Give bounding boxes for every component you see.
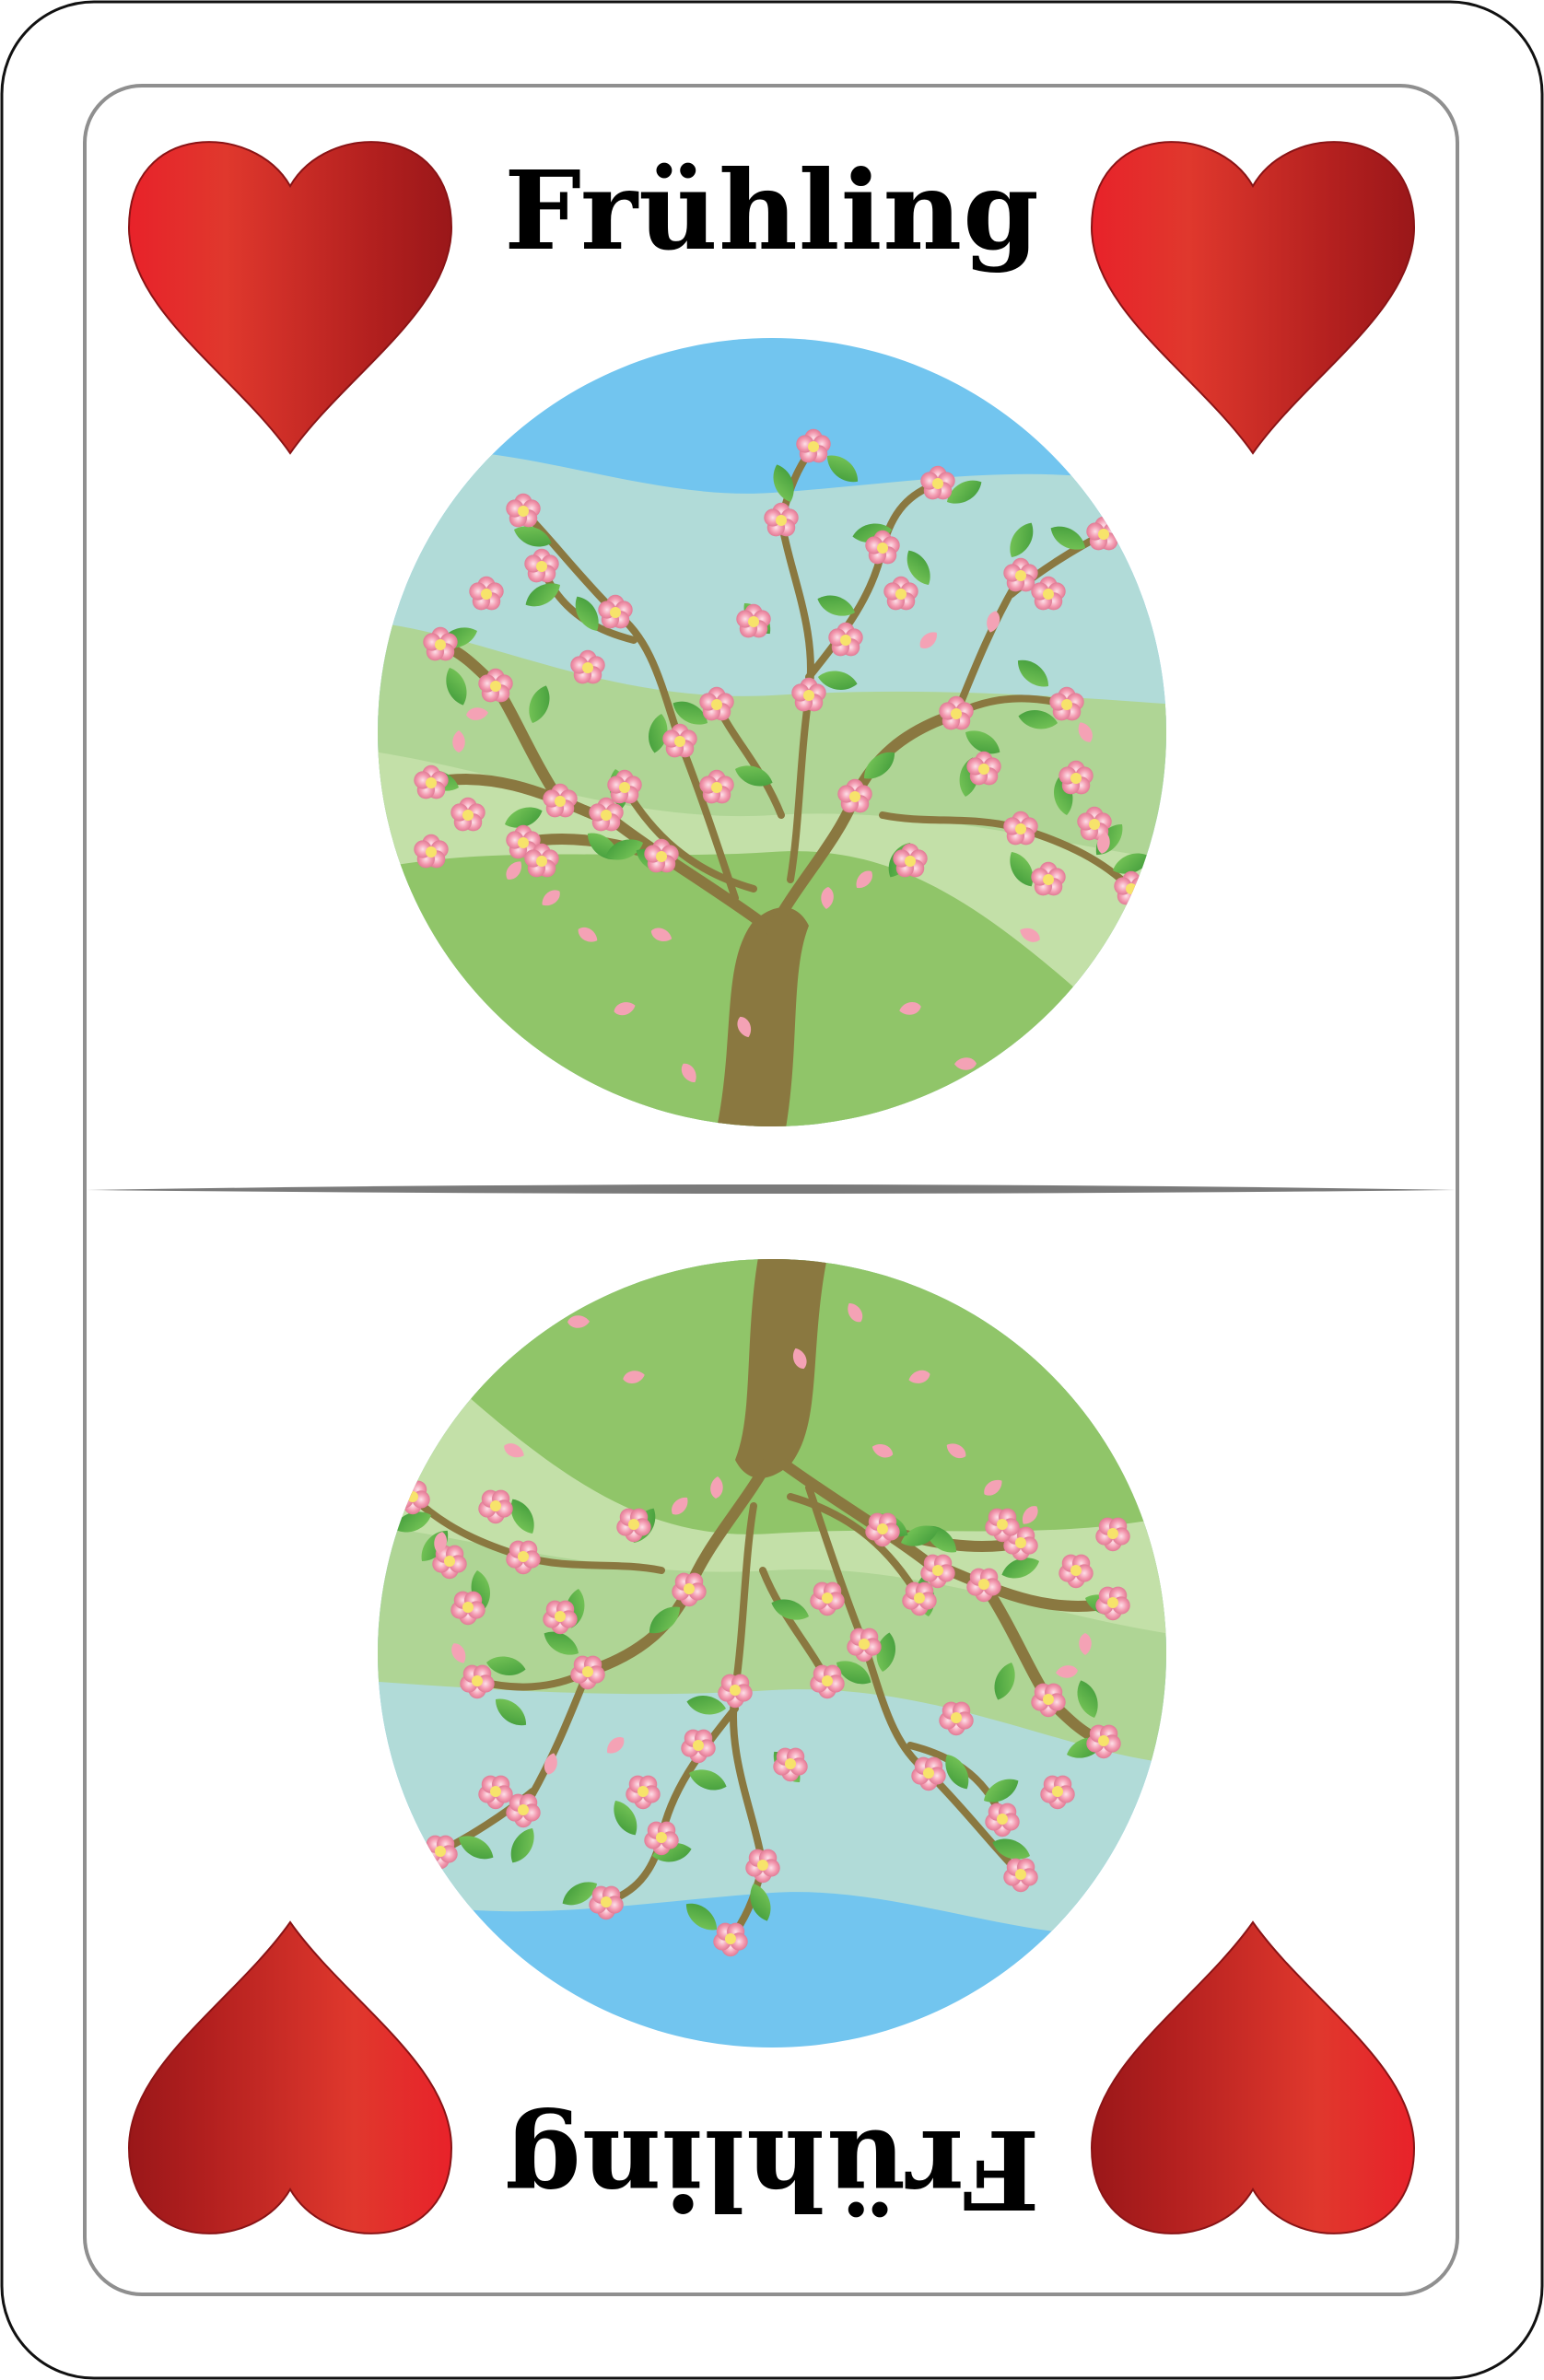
spring-tree-medallion-top bbox=[378, 338, 1166, 1126]
center-divider bbox=[87, 1184, 1456, 1194]
card-title-bottom: Frühling bbox=[504, 2106, 1039, 2234]
spring-tree-medallion-bottom bbox=[378, 1259, 1166, 2048]
card-title-top: Frühling bbox=[504, 146, 1039, 274]
inner-frame bbox=[83, 84, 1459, 2296]
